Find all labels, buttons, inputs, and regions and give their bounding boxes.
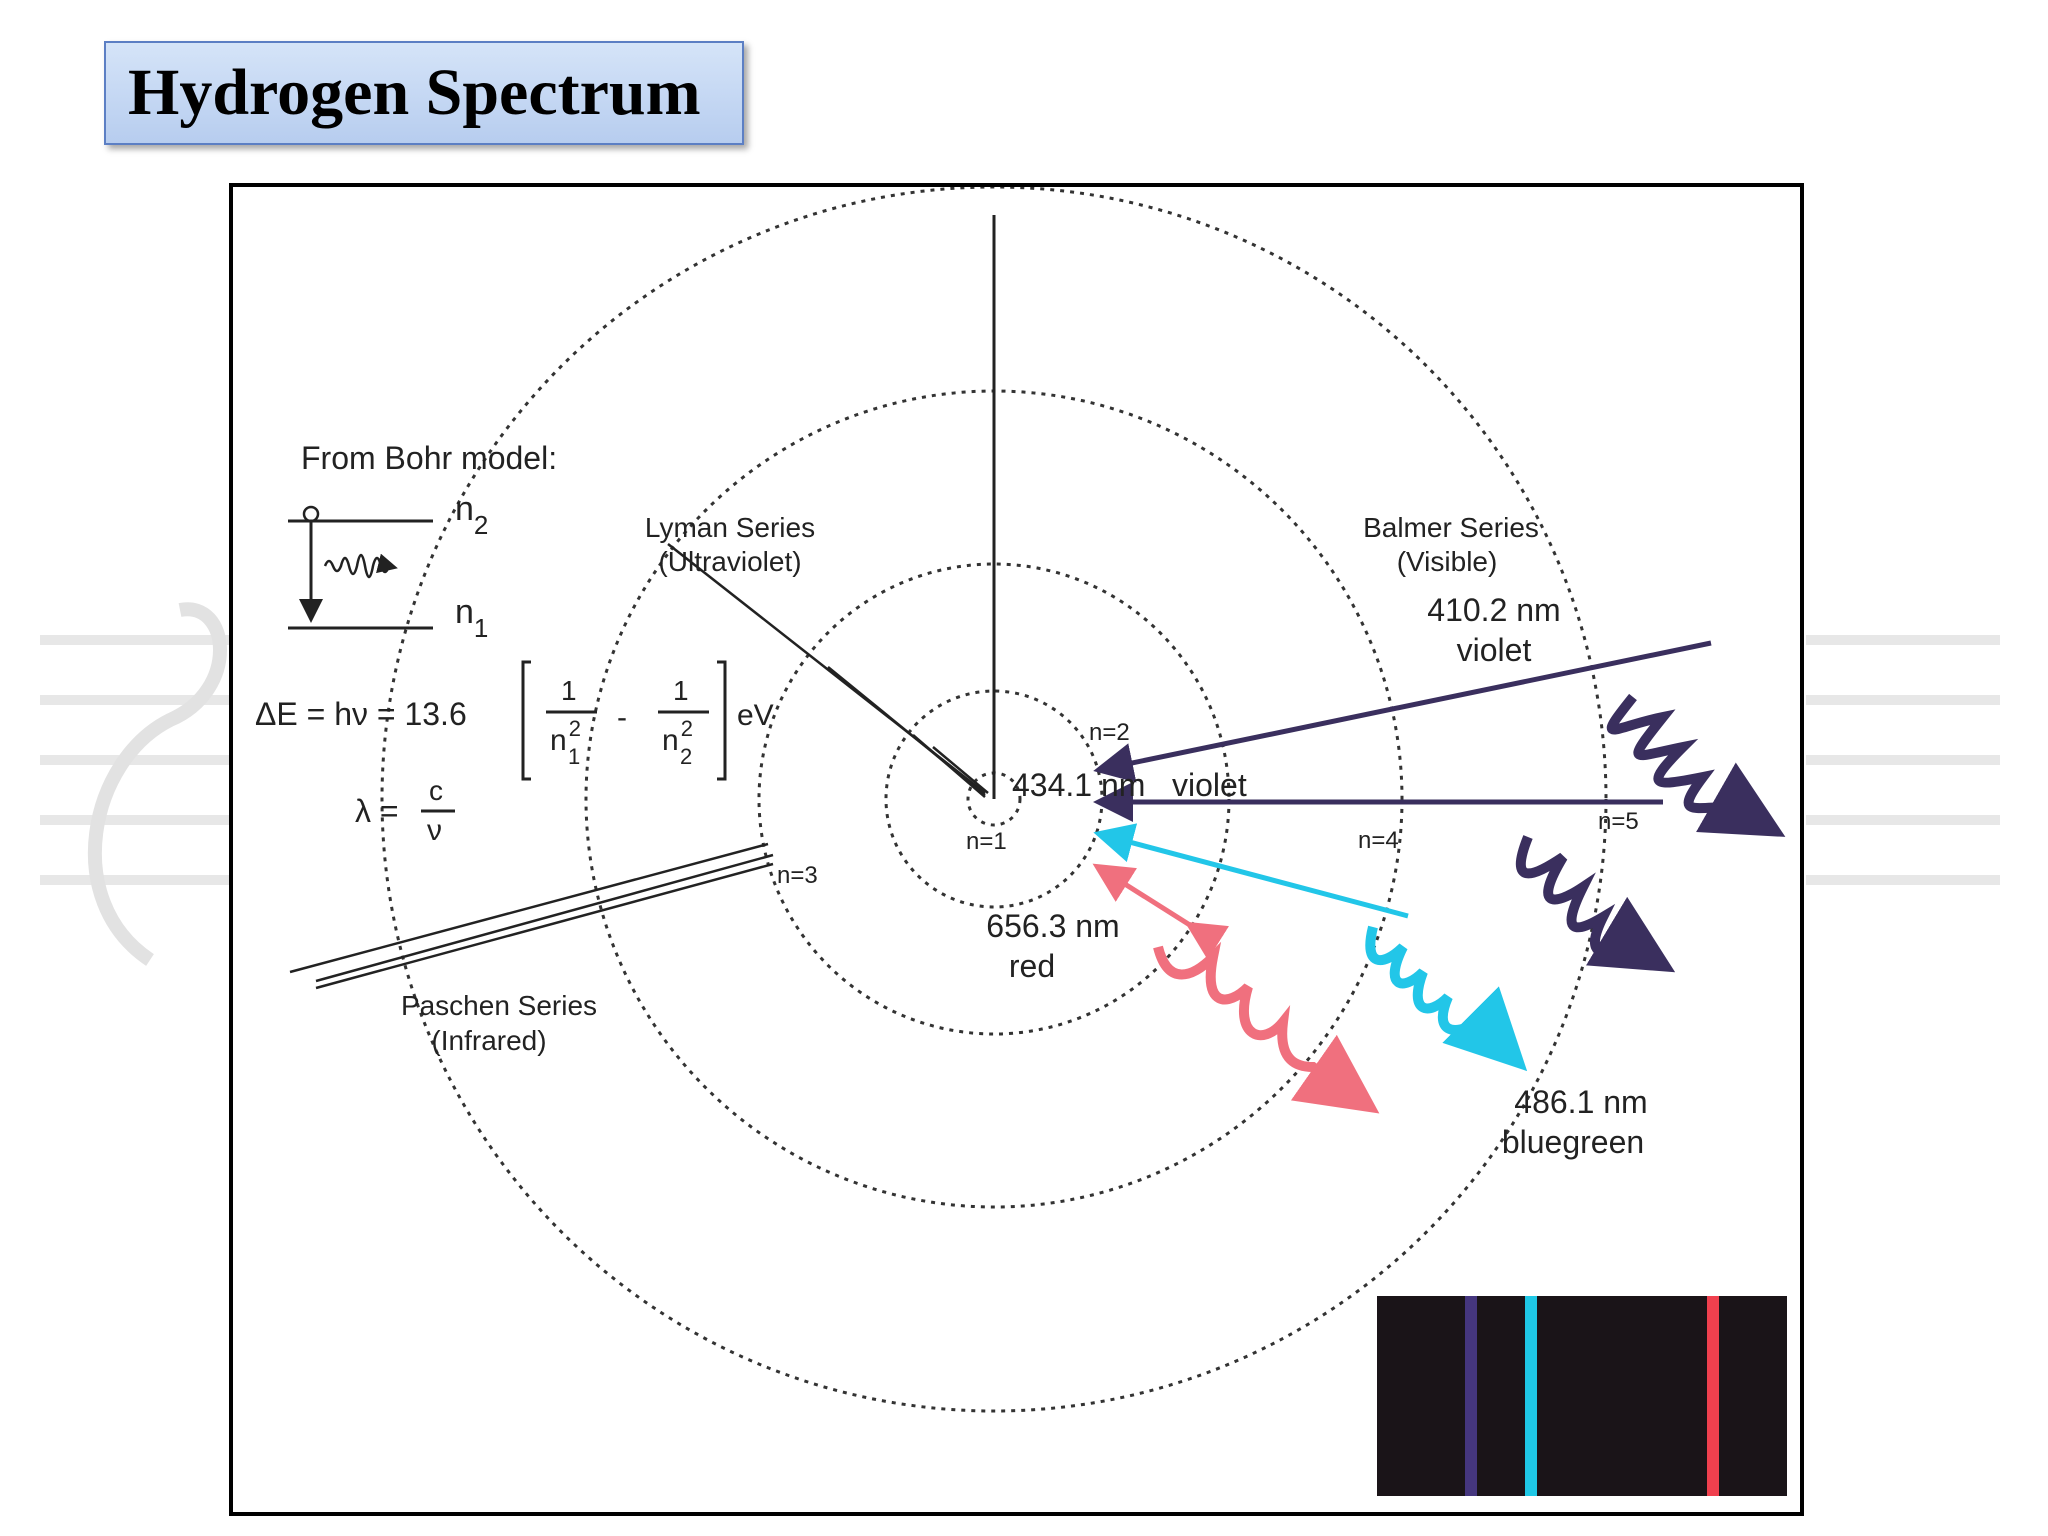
photon-656nm-wave xyxy=(1153,941,1380,1114)
line-656nm-color: red xyxy=(1009,948,1055,984)
lambda-denominator: ν xyxy=(427,814,442,847)
lambda-numerator: c xyxy=(429,775,443,806)
diagram-frame: From Bohr model: n2 n1 ΔE = hν = 13.6 1 … xyxy=(229,183,1804,1516)
treble-clef-watermark xyxy=(87,602,227,966)
orbit-label-n5: n=5 xyxy=(1598,808,1639,835)
bracket-left xyxy=(521,660,531,781)
transition-656nm-arrow xyxy=(1092,863,1230,960)
orbit-label-n4: n=4 xyxy=(1358,827,1399,854)
balmer-band-label: (Visible) xyxy=(1397,546,1498,577)
spectrum-line-bluegreen xyxy=(1525,1296,1537,1496)
paschen-series-lines xyxy=(289,842,774,990)
level-lower-label: n1 xyxy=(455,593,488,643)
fraction1-numerator: 1 xyxy=(561,675,577,706)
line-656nm-wavelength: 656.3 nm xyxy=(986,908,1119,944)
emission-spectrum-photo xyxy=(1377,1296,1787,1496)
lambda-lhs: λ = xyxy=(355,793,399,829)
minus-sign: - xyxy=(617,701,627,734)
spectrum-line-violet xyxy=(1465,1296,1477,1496)
bracket-right xyxy=(717,660,727,781)
line-410nm-wavelength: 410.2 nm xyxy=(1427,592,1560,628)
orbit-label-n2: n=2 xyxy=(1089,719,1130,746)
photon-434nm-wave xyxy=(1515,835,1676,973)
transition-486nm-arrow xyxy=(1093,823,1409,919)
staff-lines-right xyxy=(1806,635,2000,885)
energy-equation-lhs: ΔE = hν = 13.6 xyxy=(255,696,467,732)
orbit-label-n3: n=3 xyxy=(777,862,818,889)
energy-unit: eV xyxy=(737,699,774,732)
photon-410nm-wave xyxy=(1606,693,1786,837)
orbit-label-n1: n=1 xyxy=(966,828,1007,855)
orbit-n5 xyxy=(380,187,1608,1413)
bohr-level-diagram xyxy=(288,505,433,630)
fraction2-numerator: 1 xyxy=(673,675,689,706)
paschen-band-label: (Infrared) xyxy=(431,1025,546,1056)
spectrum-line-red xyxy=(1707,1296,1719,1496)
transition-410nm-arrow xyxy=(1093,640,1712,783)
orbit-n3 xyxy=(757,562,1231,1036)
lyman-band-label: (Ultraviolet) xyxy=(658,546,801,577)
title-box: Hydrogen Spectrum xyxy=(104,41,744,145)
bohr-atom-diagram: From Bohr model: n2 n1 ΔE = hν = 13.6 1 … xyxy=(255,187,1786,1413)
lyman-series-label: Lyman Series xyxy=(645,512,815,543)
level-upper-label: n2 xyxy=(455,490,488,540)
line-434nm-wavelength: 434.1 nm xyxy=(1012,767,1145,803)
balmer-series-label: Balmer Series xyxy=(1363,512,1539,543)
page-title: Hydrogen Spectrum xyxy=(128,56,701,129)
paschen-series-label: Paschen Series xyxy=(401,990,597,1021)
line-486nm-color: bluegreen xyxy=(1502,1124,1644,1160)
line-486nm-wavelength: 486.1 nm xyxy=(1514,1084,1647,1120)
photon-486nm-wave xyxy=(1365,925,1528,1072)
bohr-heading: From Bohr model: xyxy=(301,440,557,476)
line-410nm-color: violet xyxy=(1457,632,1532,668)
lyman-series-lines xyxy=(667,543,989,798)
line-434nm-color: violet xyxy=(1172,767,1247,803)
staff-lines-left xyxy=(40,635,230,885)
